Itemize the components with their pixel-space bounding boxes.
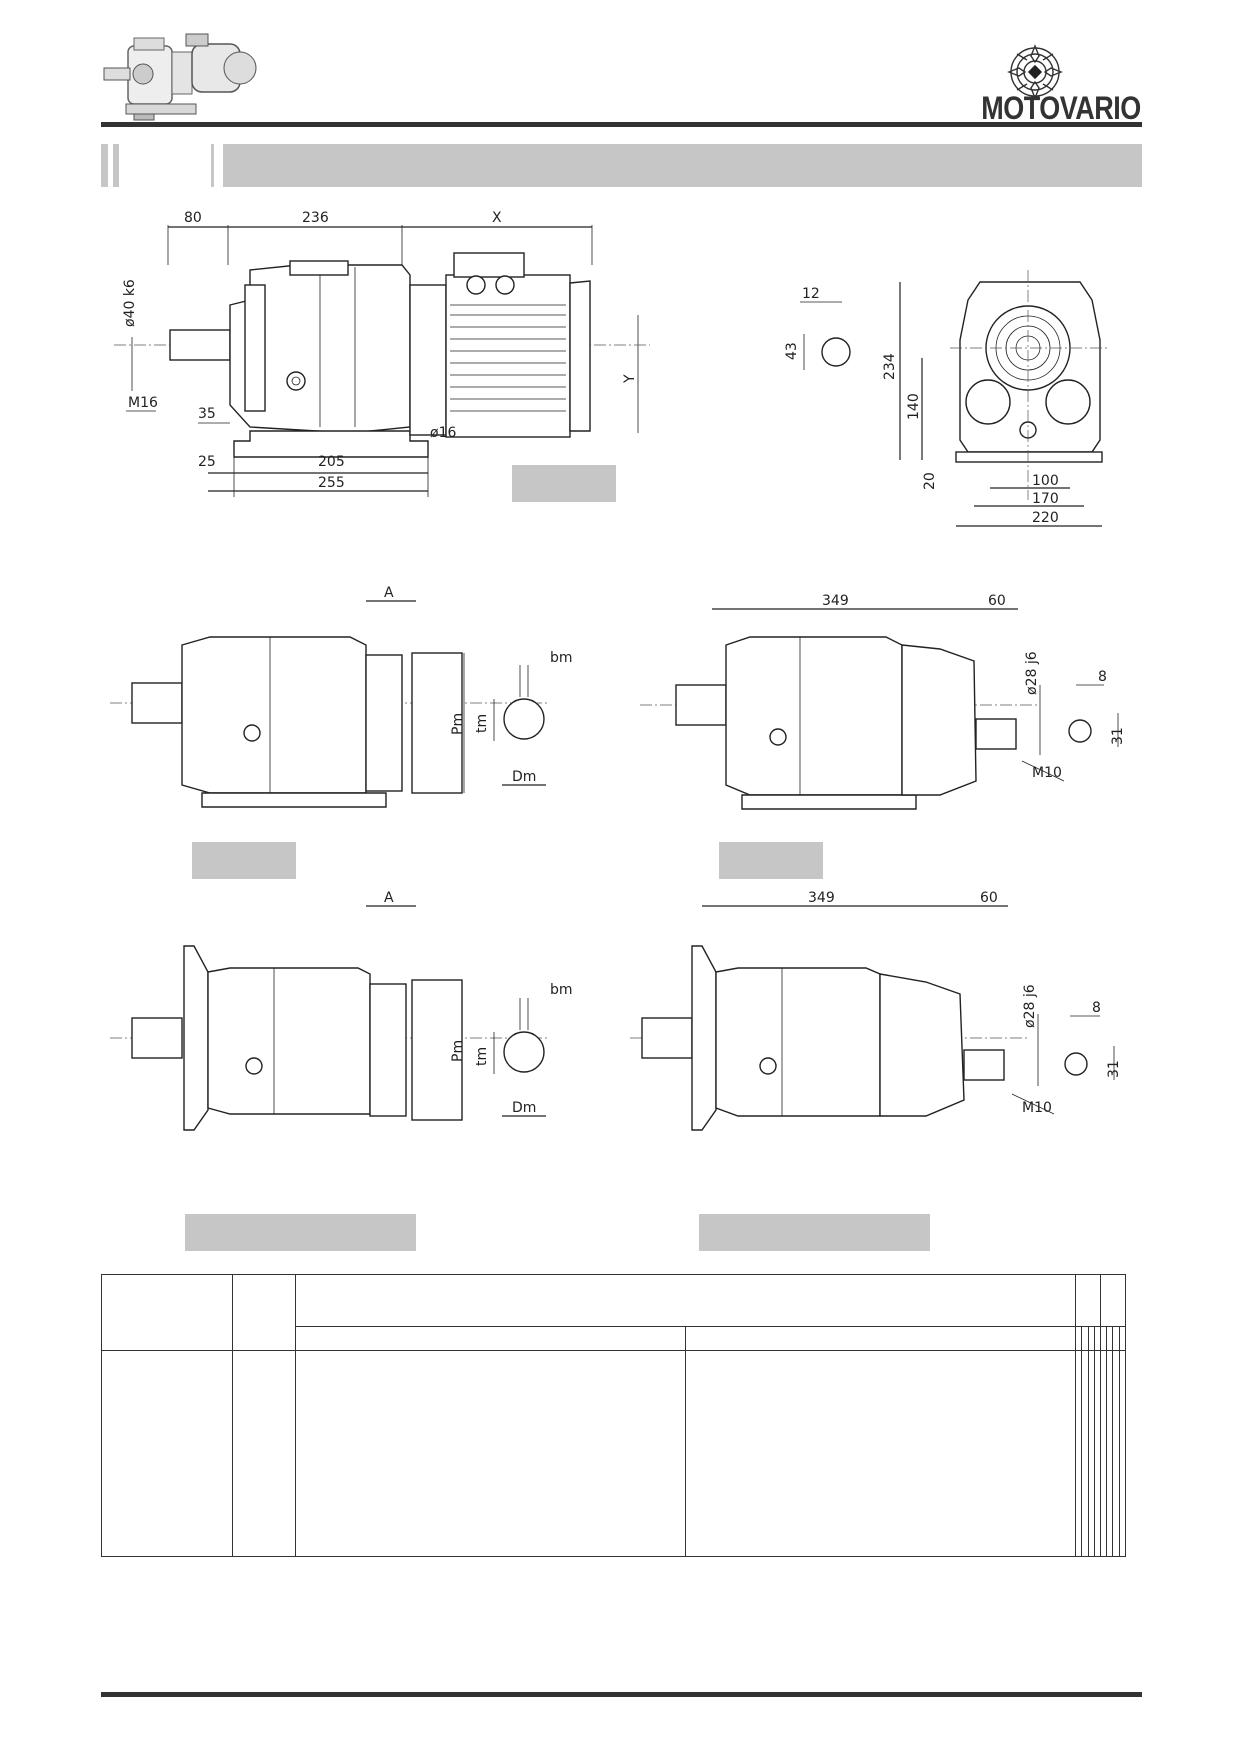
dim-tm-flange: tm <box>474 1047 490 1066</box>
drawing-mid-left: A Pm bm tm Dm <box>110 585 573 808</box>
label-box-bottom-left <box>185 1214 416 1251</box>
label-box-mid-right <box>719 842 823 879</box>
dim-a: A <box>384 585 394 601</box>
dim-tm: tm <box>474 714 490 733</box>
footer-rule <box>101 1692 1142 1697</box>
band-tick-1 <box>101 144 108 187</box>
label-box-top <box>512 465 616 502</box>
drawing-mid-right: 349 60 ø28 j6 8 31 M10 <box>640 593 1126 810</box>
header: MOTOVARIO <box>0 0 1239 130</box>
dim-a-flange: A <box>384 890 394 906</box>
dim-43: 43 <box>784 342 800 360</box>
dim-dm-flange: Dm <box>512 1100 536 1116</box>
dim-220: 220 <box>1032 510 1059 526</box>
band-fill <box>223 144 1142 187</box>
table-header-cell <box>294 1274 1077 1327</box>
dim-60-flange: 60 <box>980 890 998 906</box>
dim-236: 236 <box>302 210 329 226</box>
drawing-bottom-right: 349 60 ø28 j6 8 31 M10 <box>630 890 1122 1131</box>
dim-170: 170 <box>1032 491 1059 507</box>
dim-y: Y <box>622 374 638 384</box>
dim-80: 80 <box>184 210 202 226</box>
table-subheader-cell <box>1118 1326 1127 1351</box>
drawing-side-view-motor: 80 236 X ø40 k6 M16 35 31 Z Y 25 205 255… <box>114 210 650 497</box>
dim-20: 20 <box>922 472 938 490</box>
dim-x: X <box>492 210 502 226</box>
gearmotor-thumbnail <box>103 33 257 121</box>
table-cell <box>1118 1350 1127 1557</box>
table-cell <box>232 1350 296 1557</box>
dim-m10-flange: M10 <box>1022 1100 1052 1116</box>
table-cell <box>101 1350 233 1557</box>
dim-8: 8 <box>1098 669 1107 685</box>
dim-pm-flange: Pm <box>450 1040 466 1062</box>
band-white-label <box>120 144 214 187</box>
drawing-bottom-left: A Pm bm tm Dm <box>110 890 573 1131</box>
dim-out-shaft-dia: ø28 j6 <box>1024 651 1040 695</box>
dim-dm: Dm <box>512 769 536 785</box>
table-header-cell <box>232 1274 296 1351</box>
dim-bm-flange: bm <box>550 982 573 998</box>
dim-205: 205 <box>318 454 345 470</box>
dim-12: 12 <box>802 286 820 302</box>
dim-100: 100 <box>1032 473 1059 489</box>
table-subheader-cell <box>294 1326 687 1351</box>
dim-bm: bm <box>550 650 573 666</box>
band-tick-2 <box>113 144 119 187</box>
table-header-cell <box>1100 1274 1126 1327</box>
dim-140: 140 <box>906 393 922 420</box>
dim-349: 349 <box>822 593 849 609</box>
table-cell <box>294 1350 687 1557</box>
dim-25: 25 <box>198 454 216 470</box>
header-rule <box>101 122 1142 127</box>
table-cell <box>685 1350 1077 1557</box>
dim-out-shaft-dia-flange: ø28 j6 <box>1022 984 1038 1028</box>
dim-60: 60 <box>988 593 1006 609</box>
motovario-logo-mark <box>1007 44 1063 100</box>
dim-shaft-dia: ø40 k6 <box>122 279 138 327</box>
spec-table <box>101 1274 1127 1557</box>
table-subheader-cell <box>685 1326 1077 1351</box>
label-box-mid-left <box>192 842 296 879</box>
dim-8-flange: 8 <box>1092 1000 1101 1016</box>
table-header-cell <box>101 1274 233 1351</box>
drawing-front-view: 12 43 234 140 20 100 170 220 <box>784 270 1110 527</box>
dim-234: 234 <box>882 353 898 380</box>
label-box-bottom-right <box>699 1214 930 1251</box>
dim-35: 35 <box>198 406 216 422</box>
brand-logo-text: MOTOVARIO <box>981 90 1141 126</box>
dim-m16: M16 <box>128 395 158 411</box>
dim-255: 255 <box>318 475 345 491</box>
dim-pm: Pm <box>450 713 466 735</box>
section-band <box>101 144 1142 187</box>
table-header-cell <box>1075 1274 1101 1327</box>
dim-349-flange: 349 <box>808 890 835 906</box>
dim-hole-dia: ø16 <box>430 425 456 441</box>
